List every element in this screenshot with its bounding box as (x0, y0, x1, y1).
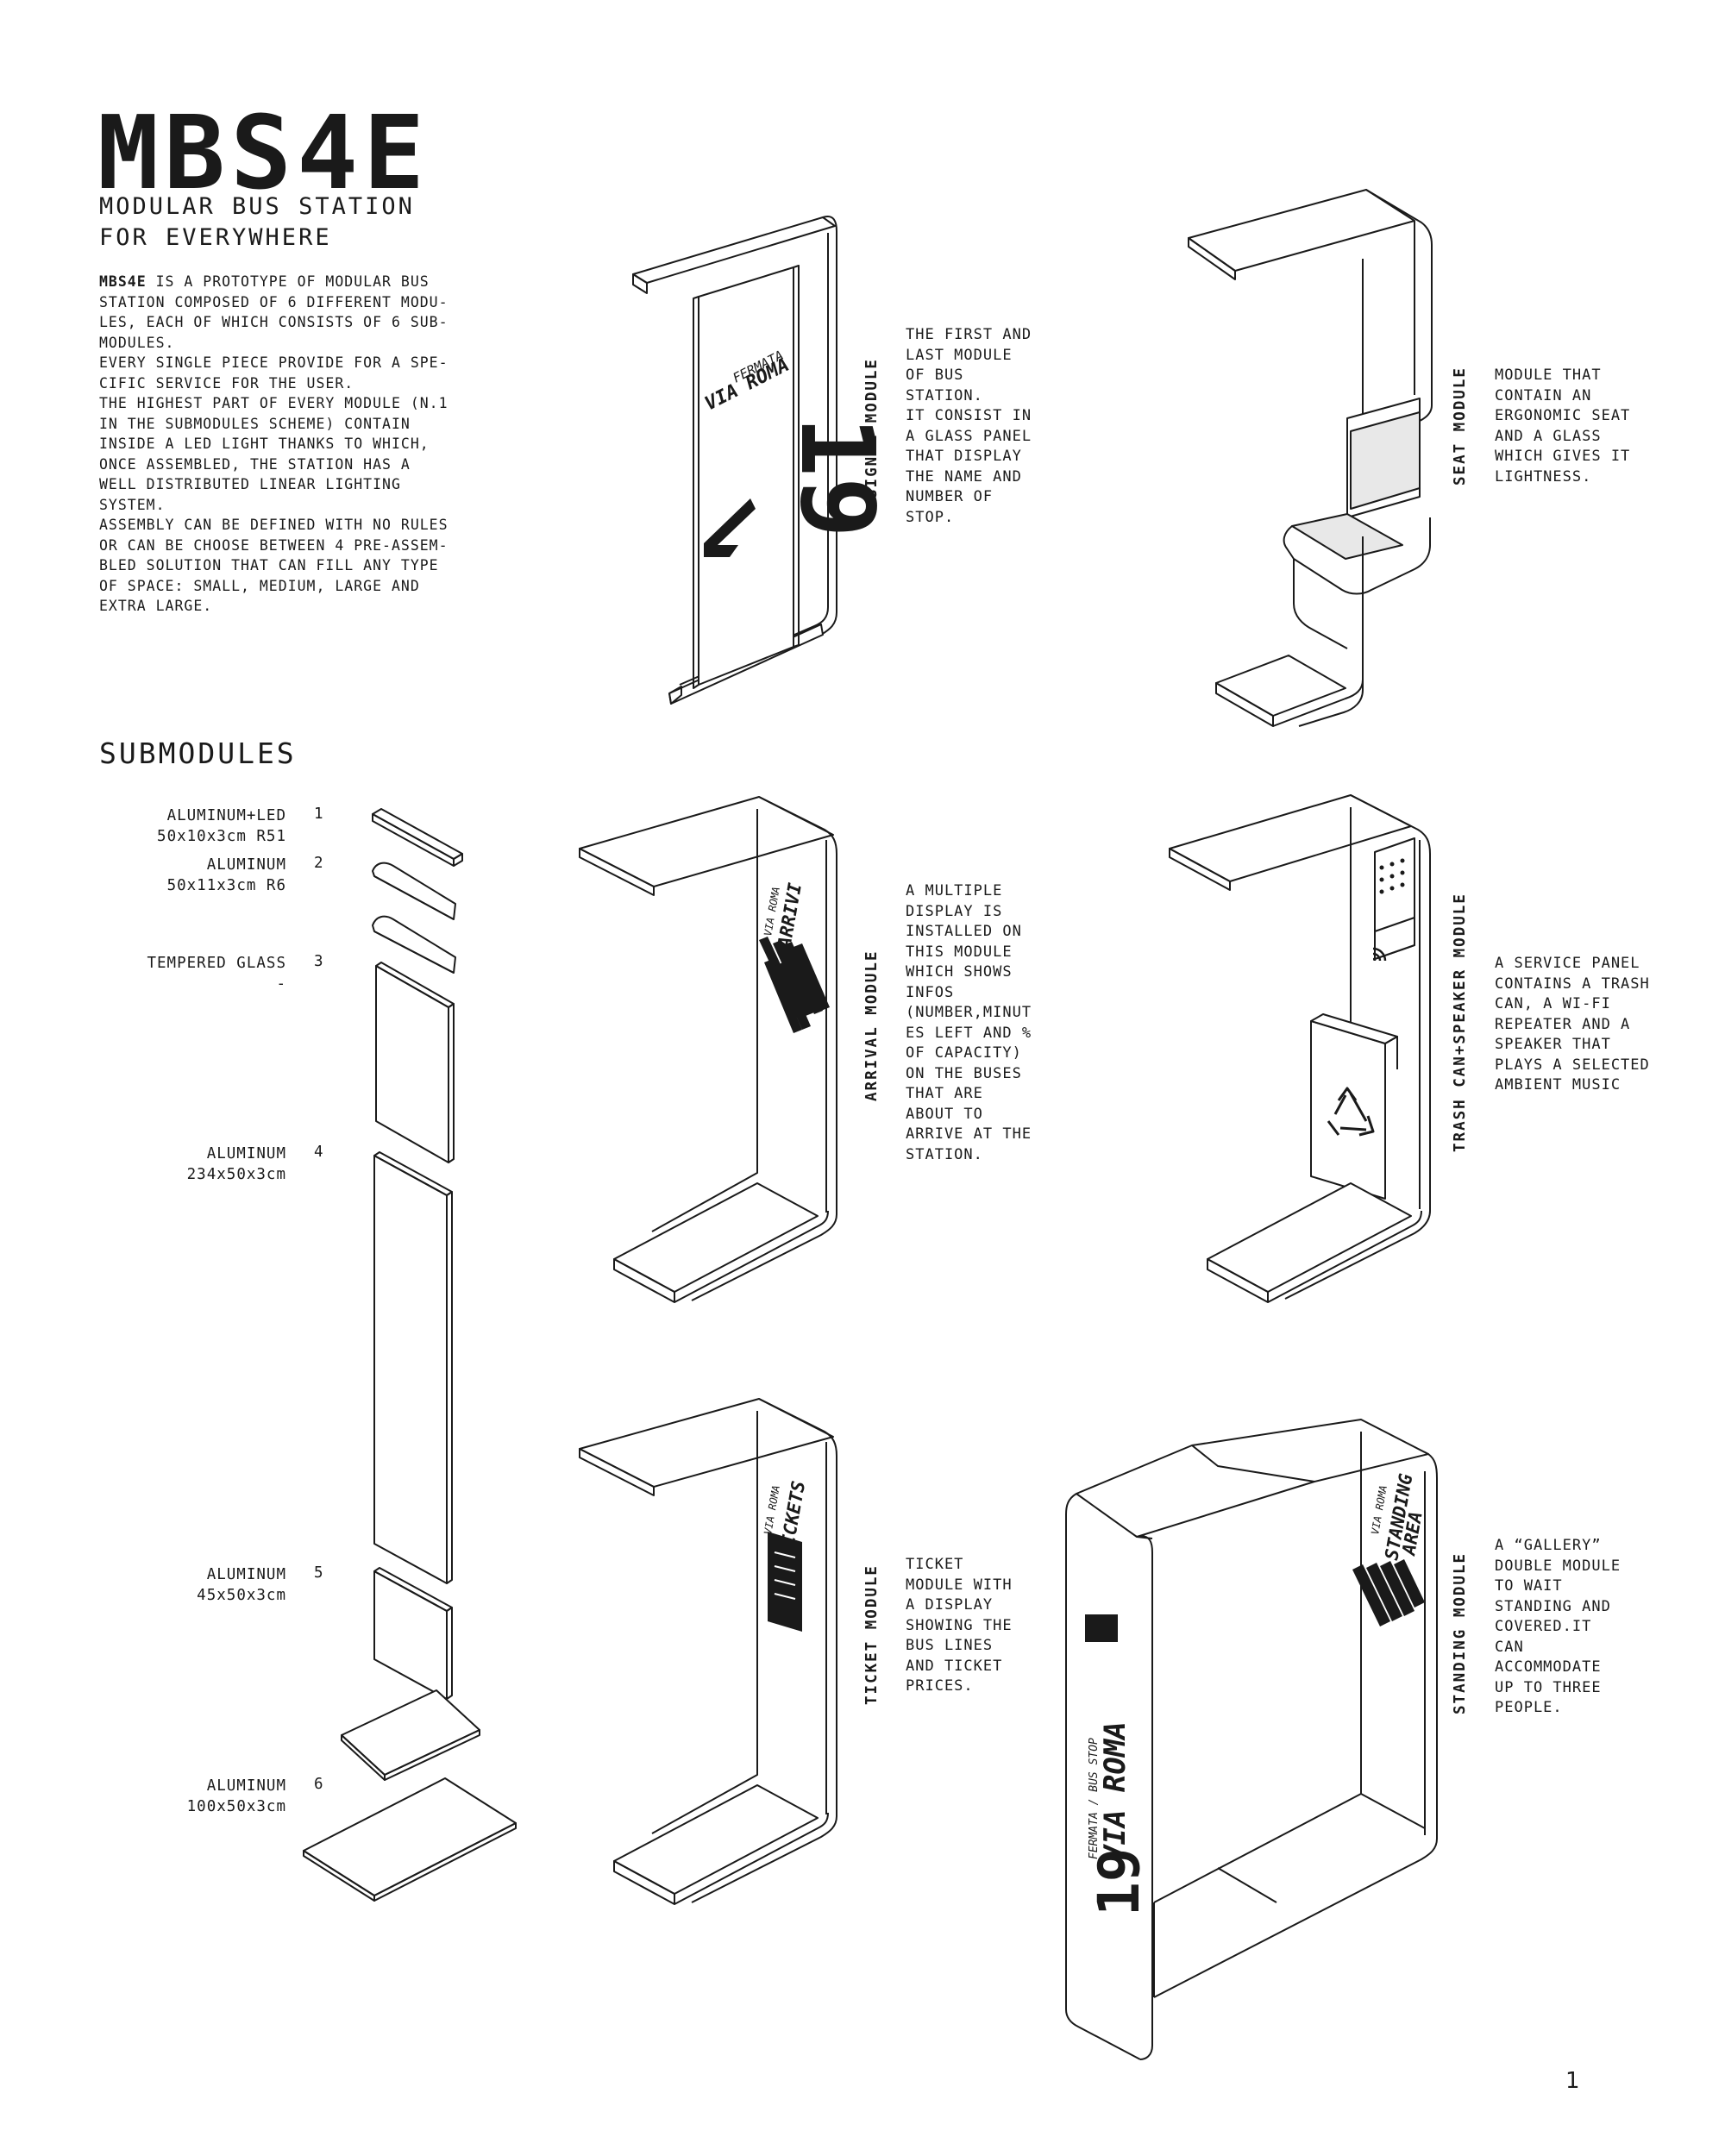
standing-fermata-bus-stop-text: FERMATA / BUS STOP (1088, 1738, 1101, 1859)
arrow-down-left-icon (704, 498, 756, 557)
submodule-number-5: 5 (314, 1564, 324, 1582)
subtitle-line-1: MODULAR BUS STATION (99, 193, 415, 220)
ticket-module-description: TICKET MODULE WITH A DISPLAY SHOWING THE… (906, 1556, 1013, 1695)
submodules-heading: SUBMODULES (99, 736, 297, 770)
submodule-number-4: 4 (314, 1144, 324, 1161)
submodule-number-2: 2 (314, 855, 324, 872)
ticket-via-roma-text: VIA ROMA (762, 1484, 782, 1535)
arrival-module-description: A MULTIPLE DISPLAY IS INSTALLED ON THIS … (906, 882, 1032, 1163)
submodule-number-3: 3 (314, 953, 324, 970)
subtitle-line-2: FOR EVERYWHERE (99, 224, 332, 251)
submodule-number-6: 6 (314, 1776, 324, 1793)
submodule-spec-5: ALUMINUM 45x50x3cm (197, 1566, 286, 1604)
submodule-spec-1: ALUMINUM+LED 50x10x3cm R51 (157, 807, 286, 845)
submodule-part-3 (372, 915, 456, 974)
submodule-spec-4: ALUMINUM 234x50x3cm (186, 1145, 286, 1183)
submodule-spec-2: ALUMINUM 50x11x3cm R6 (166, 856, 286, 894)
recycle-icon (1327, 1087, 1375, 1137)
signal-module-description: THE FIRST AND LAST MODULE OF BUS STATION… (906, 326, 1032, 526)
submodule-part-base-small (341, 1689, 480, 1781)
standing-module-description: A “GALLERY” DOUBLE MODULE TO WAIT STANDI… (1495, 1537, 1622, 1716)
page-title: MBS4E (97, 93, 430, 212)
submodule-spec-3: TEMPERED GLASS - (147, 955, 286, 993)
signal-stop-number: 19 (778, 416, 897, 538)
submodule-spec-6: ALUMINUM 100x50x3cm (186, 1777, 286, 1815)
submodule-part-5 (373, 1567, 453, 1700)
submodule-number-1: 1 (314, 805, 324, 823)
ticket-display-lines (774, 1551, 796, 1600)
submodule-part-1 (372, 808, 463, 867)
bus-stop-sign-icon (1085, 1614, 1118, 1642)
intro-lead: MBS4E (99, 273, 147, 290)
standing-stop-number: 19 (1086, 1848, 1152, 1916)
speaker-grille-icon (1379, 858, 1405, 894)
arrival-display-stripes-icon (759, 937, 830, 1033)
submodule-part-2 (372, 862, 456, 920)
page-number: 1 (1565, 2068, 1580, 2094)
signal-module-drawing: FERMATA VIA ROMA 19 (632, 216, 897, 705)
ticket-module-drawing: VIA ROMA TICKETS (579, 1398, 837, 1905)
arrival-module-drawing: VIA ROMA ARRIVI (579, 796, 837, 1303)
intro-paragraph: MBS4E IS A PROTOTYPE OF MODULAR BUS STAT… (99, 272, 461, 617)
seat-module-description: MODULE THAT CONTAIN AN ERGONOMIC SEAT AN… (1495, 367, 1631, 486)
standing-module-drawing: VIA ROMA STANDING AREA FERMATA / BUS STO… (1065, 1419, 1438, 2060)
intro-body: IS A PROTOTYPE OF MODULAR BUS STATION CO… (99, 273, 448, 614)
wifi-icon (1372, 947, 1387, 962)
seat-module-drawing (1188, 189, 1433, 727)
trash-speaker-module-description: A SERVICE PANEL CONTAINS A TRASH CAN, A … (1495, 955, 1650, 1094)
trash-speaker-module-drawing (1169, 794, 1431, 1303)
submodule-part-6 (303, 1777, 517, 1902)
standing-stripes-icon (1352, 1559, 1425, 1626)
submodule-part-4 (373, 1151, 453, 1584)
standing-via-roma-large-text: VIA ROMA (1098, 1721, 1132, 1863)
submodule-part-glass-panel (375, 962, 455, 1163)
